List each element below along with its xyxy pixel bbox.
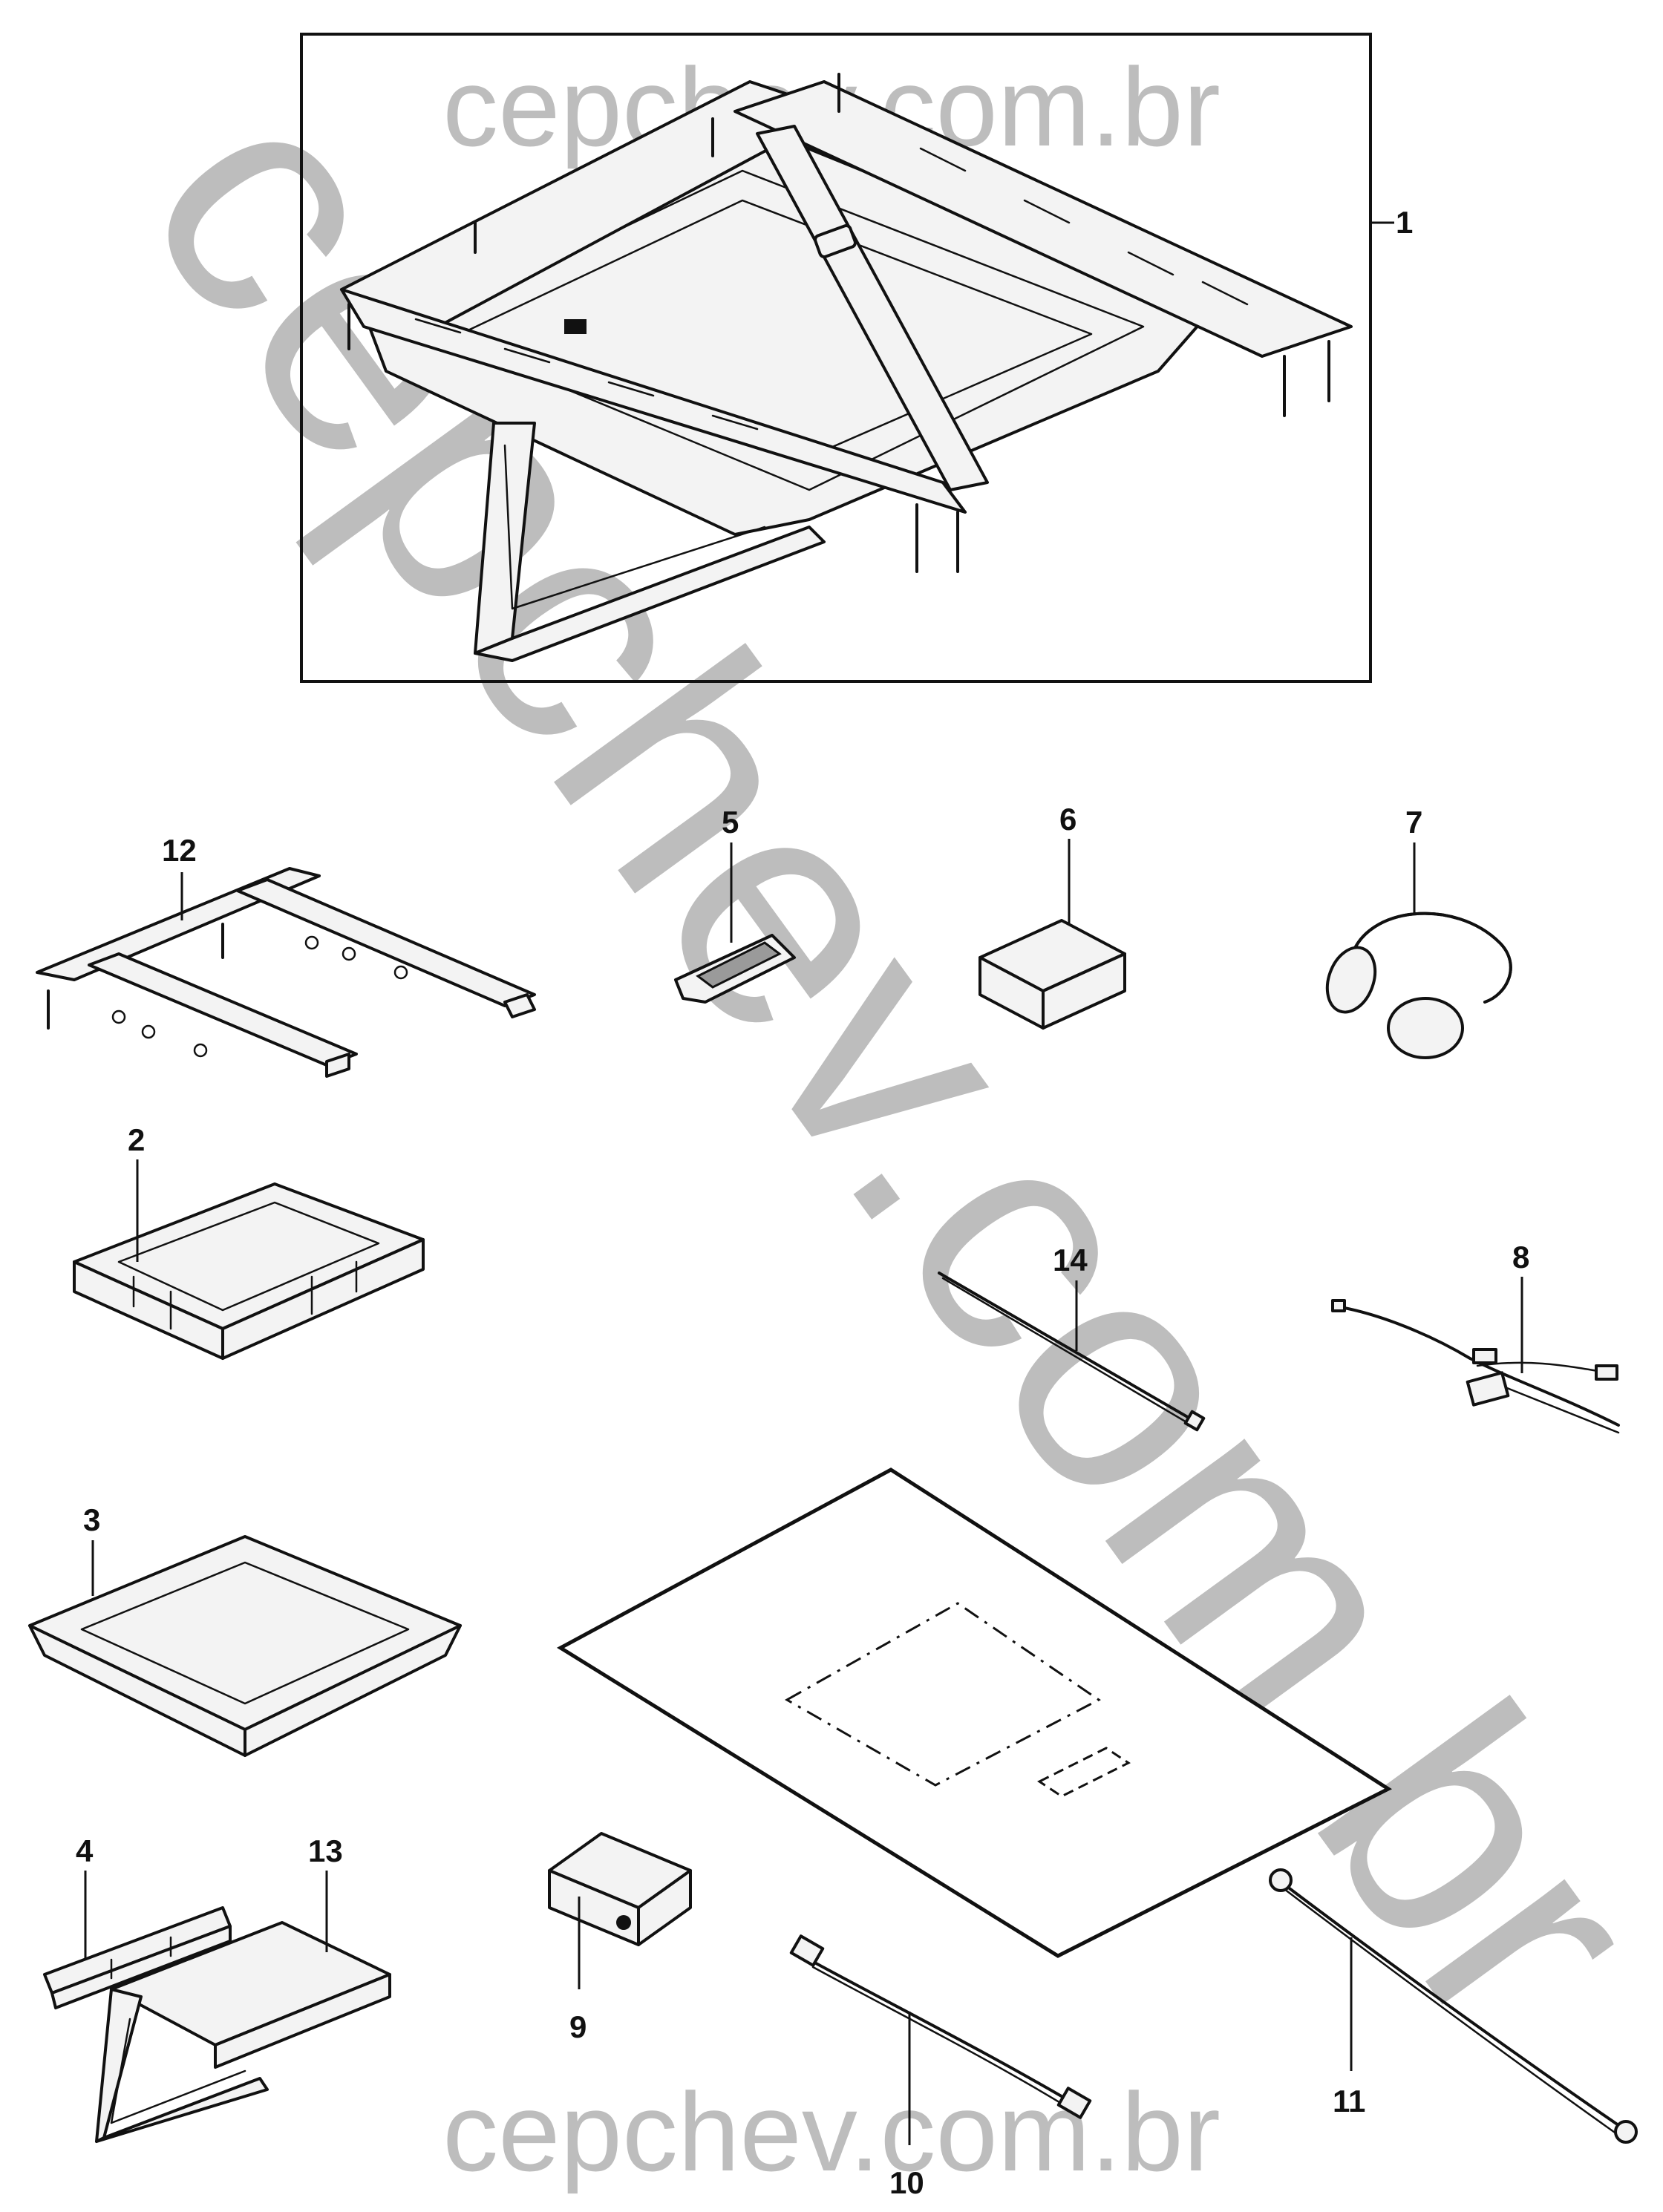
- callout-3: 3: [83, 1502, 100, 1537]
- watermark-bottom: cepchev.com.br: [442, 2069, 1221, 2194]
- callout-9: 9: [569, 2009, 587, 2044]
- headliner-panel-icon: [557, 1467, 1393, 1958]
- callout-5: 5: [722, 805, 739, 840]
- callout-7: 7: [1405, 805, 1422, 840]
- remote-control-icon: [674, 934, 796, 1004]
- video-cable-icon: [789, 1934, 1092, 2119]
- dvd-player-icon: [978, 919, 1126, 1030]
- ground-cable-icon: [1269, 1868, 1638, 2144]
- callout-14: 14: [1053, 1243, 1088, 1277]
- callout-6: 6: [1059, 802, 1076, 837]
- callout-13: 13: [308, 1833, 343, 1868]
- callout-12: 12: [162, 833, 197, 868]
- console-frame-icon: [73, 1182, 425, 1360]
- module-box-icon: [548, 1832, 692, 1946]
- callout-4: 4: [76, 1833, 94, 1868]
- callout-10: 10: [889, 2165, 924, 2200]
- callout-2: 2: [128, 1122, 145, 1157]
- callout-1: 1: [1396, 205, 1413, 240]
- display-screen-icon: [95, 1921, 391, 2143]
- roof-console-assembly-icon: [340, 73, 1353, 662]
- trim-bezel-icon: [28, 1535, 462, 1757]
- headphones-icon: [1325, 912, 1512, 1059]
- callout-8: 8: [1512, 1240, 1529, 1274]
- cable-tie-icon: [938, 1272, 1206, 1432]
- assembly-frame-box: [300, 33, 1372, 683]
- callout-11: 11: [1333, 2084, 1365, 2118]
- wiring-harness-icon: [1331, 1299, 1620, 1434]
- mounting-bracket-icon: [36, 867, 536, 1078]
- hinge-trim-icon: [43, 1906, 232, 2009]
